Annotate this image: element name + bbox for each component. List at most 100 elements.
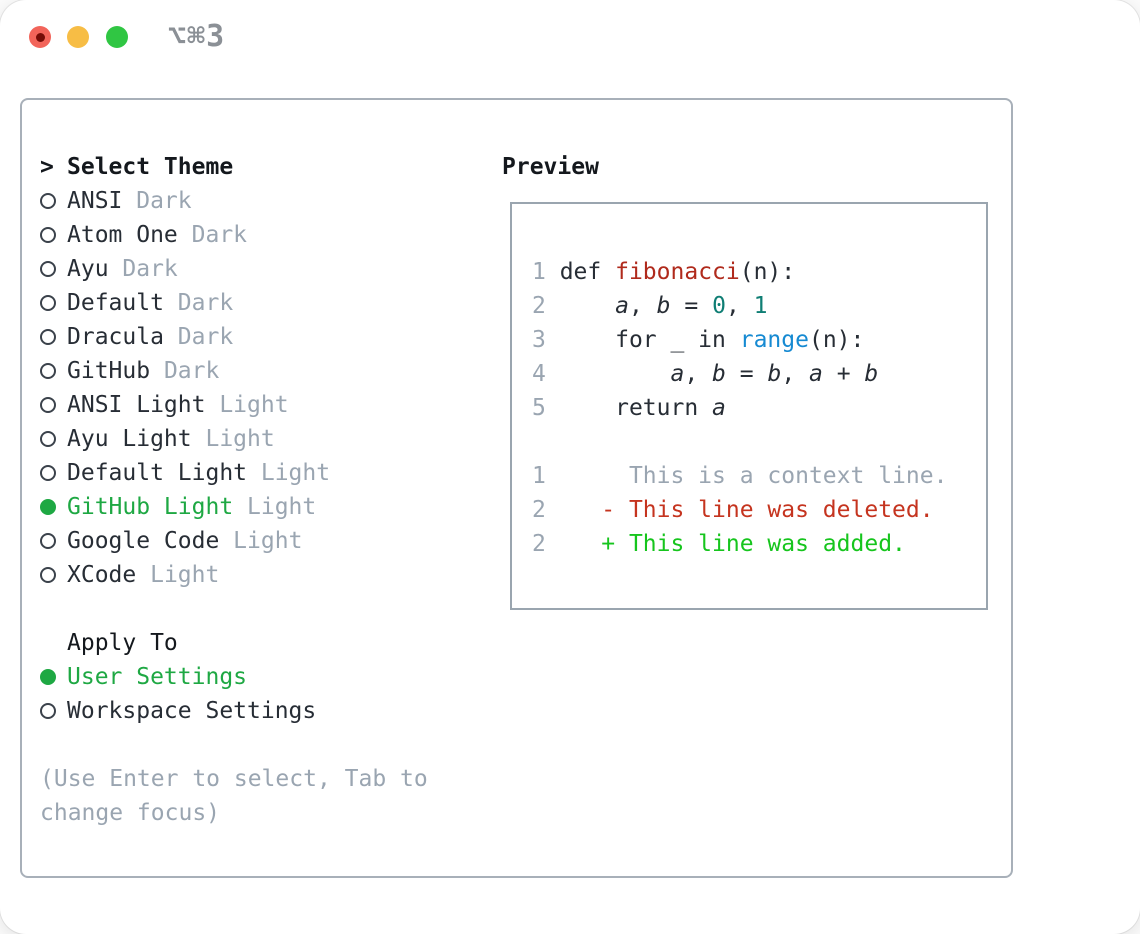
minimize-button[interactable] — [67, 26, 89, 48]
theme-option[interactable]: Dracula Dark — [40, 320, 428, 354]
line-number: 4 — [532, 361, 546, 387]
code-segment: for _ in — [545, 327, 740, 353]
theme-variant: Light — [191, 426, 275, 452]
radio-icon — [40, 533, 56, 549]
radio-selected-icon — [40, 669, 56, 685]
apply-to-option[interactable]: Workspace Settings — [40, 694, 428, 728]
theme-list-header: Select Theme — [67, 154, 234, 180]
theme-name: GitHub — [67, 358, 151, 384]
theme-variant: Dark — [163, 324, 234, 350]
code-line: 4 a, b = b, a + b — [532, 357, 986, 391]
radio-icon — [40, 227, 56, 243]
code-segment: b — [656, 293, 671, 319]
radio-selected-icon — [40, 499, 56, 515]
theme-option[interactable]: GitHub Light Light — [40, 490, 428, 524]
spacer-row — [40, 592, 428, 626]
theme-name: Default Light — [67, 460, 248, 486]
code-segment: = — [670, 293, 713, 319]
theme-option[interactable]: GitHub Dark — [40, 354, 428, 388]
radio-icon — [40, 397, 56, 413]
radio-icon — [40, 703, 56, 719]
theme-variant: Dark — [163, 290, 234, 316]
code-line: 2 a, b = 0, 1 — [532, 289, 986, 323]
theme-variant: Light — [205, 392, 289, 418]
code-segment: , — [781, 361, 810, 387]
theme-variant: Light — [219, 528, 303, 554]
spacer-row — [40, 728, 428, 762]
code-segment: (n): — [739, 259, 796, 285]
code-segment: , — [684, 361, 713, 387]
code-segment: , — [628, 293, 657, 319]
radio-icon — [40, 431, 56, 447]
code-segment: + — [822, 361, 865, 387]
code-segment: a — [615, 293, 629, 319]
radio-icon — [40, 465, 56, 481]
radio-icon — [40, 261, 56, 277]
theme-variant: Dark — [177, 222, 248, 248]
apply-to-option[interactable]: User Settings — [40, 660, 428, 694]
maximize-button[interactable] — [106, 26, 128, 48]
code-segment: (n): — [808, 327, 865, 353]
close-button-dot — [35, 32, 45, 42]
theme-option[interactable]: Google Code Light — [40, 524, 428, 558]
close-button[interactable] — [29, 26, 51, 48]
line-number: 3 — [532, 327, 546, 353]
radio-icon — [40, 295, 56, 311]
code-segment: + This line was added. — [545, 531, 906, 557]
preview-header: Preview — [502, 150, 599, 184]
preview-header-label: Preview — [502, 154, 599, 180]
code-segment: - This line was deleted. — [545, 497, 934, 523]
code-line: 1 This is a context line. — [532, 459, 986, 493]
hint-line: change focus) — [40, 800, 221, 826]
theme-option[interactable]: ANSI Light Light — [40, 388, 428, 422]
theme-option[interactable]: Default Dark — [40, 286, 428, 320]
line-number: 5 — [532, 395, 546, 421]
theme-name: Ayu — [67, 256, 109, 282]
radio-icon — [40, 567, 56, 583]
code-segment: a — [670, 361, 685, 387]
theme-option[interactable]: Ayu Light Light — [40, 422, 428, 456]
line-number: 2 — [532, 497, 546, 523]
line-number: 1 — [532, 259, 546, 285]
code-segment: return — [545, 395, 713, 421]
code-line: 5 return a — [532, 391, 986, 425]
theme-list-header-row: >Select Theme — [40, 150, 428, 184]
code-segment: , — [725, 293, 754, 319]
theme-name: Default — [67, 290, 164, 316]
code-segment: def — [545, 259, 616, 285]
radio-icon — [40, 363, 56, 379]
apply-to-header: Apply To — [67, 630, 178, 656]
theme-variant: Dark — [122, 188, 192, 214]
theme-option[interactable]: Atom One Dark — [40, 218, 428, 252]
code-line — [532, 425, 986, 459]
theme-variant: Light — [233, 494, 317, 520]
theme-option[interactable]: Ayu Dark — [40, 252, 428, 286]
window-title-shortcut: ⌥⌘3 — [168, 19, 226, 54]
theme-variant: Dark — [150, 358, 220, 384]
apply-to-label: Workspace Settings — [67, 698, 317, 724]
code-segment: fibonacci — [615, 259, 740, 285]
theme-name: XCode — [67, 562, 137, 588]
code-segment: = — [725, 361, 768, 387]
theme-name: Atom One — [67, 222, 178, 248]
code-line: 2 - This line was deleted. — [532, 493, 986, 527]
apply-to-label: User Settings — [67, 664, 248, 690]
theme-option[interactable]: Default Light Light — [40, 456, 428, 490]
line-number: 1 — [532, 463, 546, 489]
code-segment — [546, 361, 671, 387]
titlebar: ⌥⌘3 — [0, 0, 1140, 75]
code-segment: This is a context line. — [545, 463, 948, 489]
theme-name: ANSI — [67, 188, 123, 214]
theme-variant: Dark — [108, 256, 178, 282]
code-line: 3 for _ in range(n): — [532, 323, 986, 357]
theme-option[interactable]: ANSI Dark — [40, 184, 428, 218]
code-segment: a — [712, 395, 726, 421]
theme-option[interactable]: XCode Light — [40, 558, 428, 592]
